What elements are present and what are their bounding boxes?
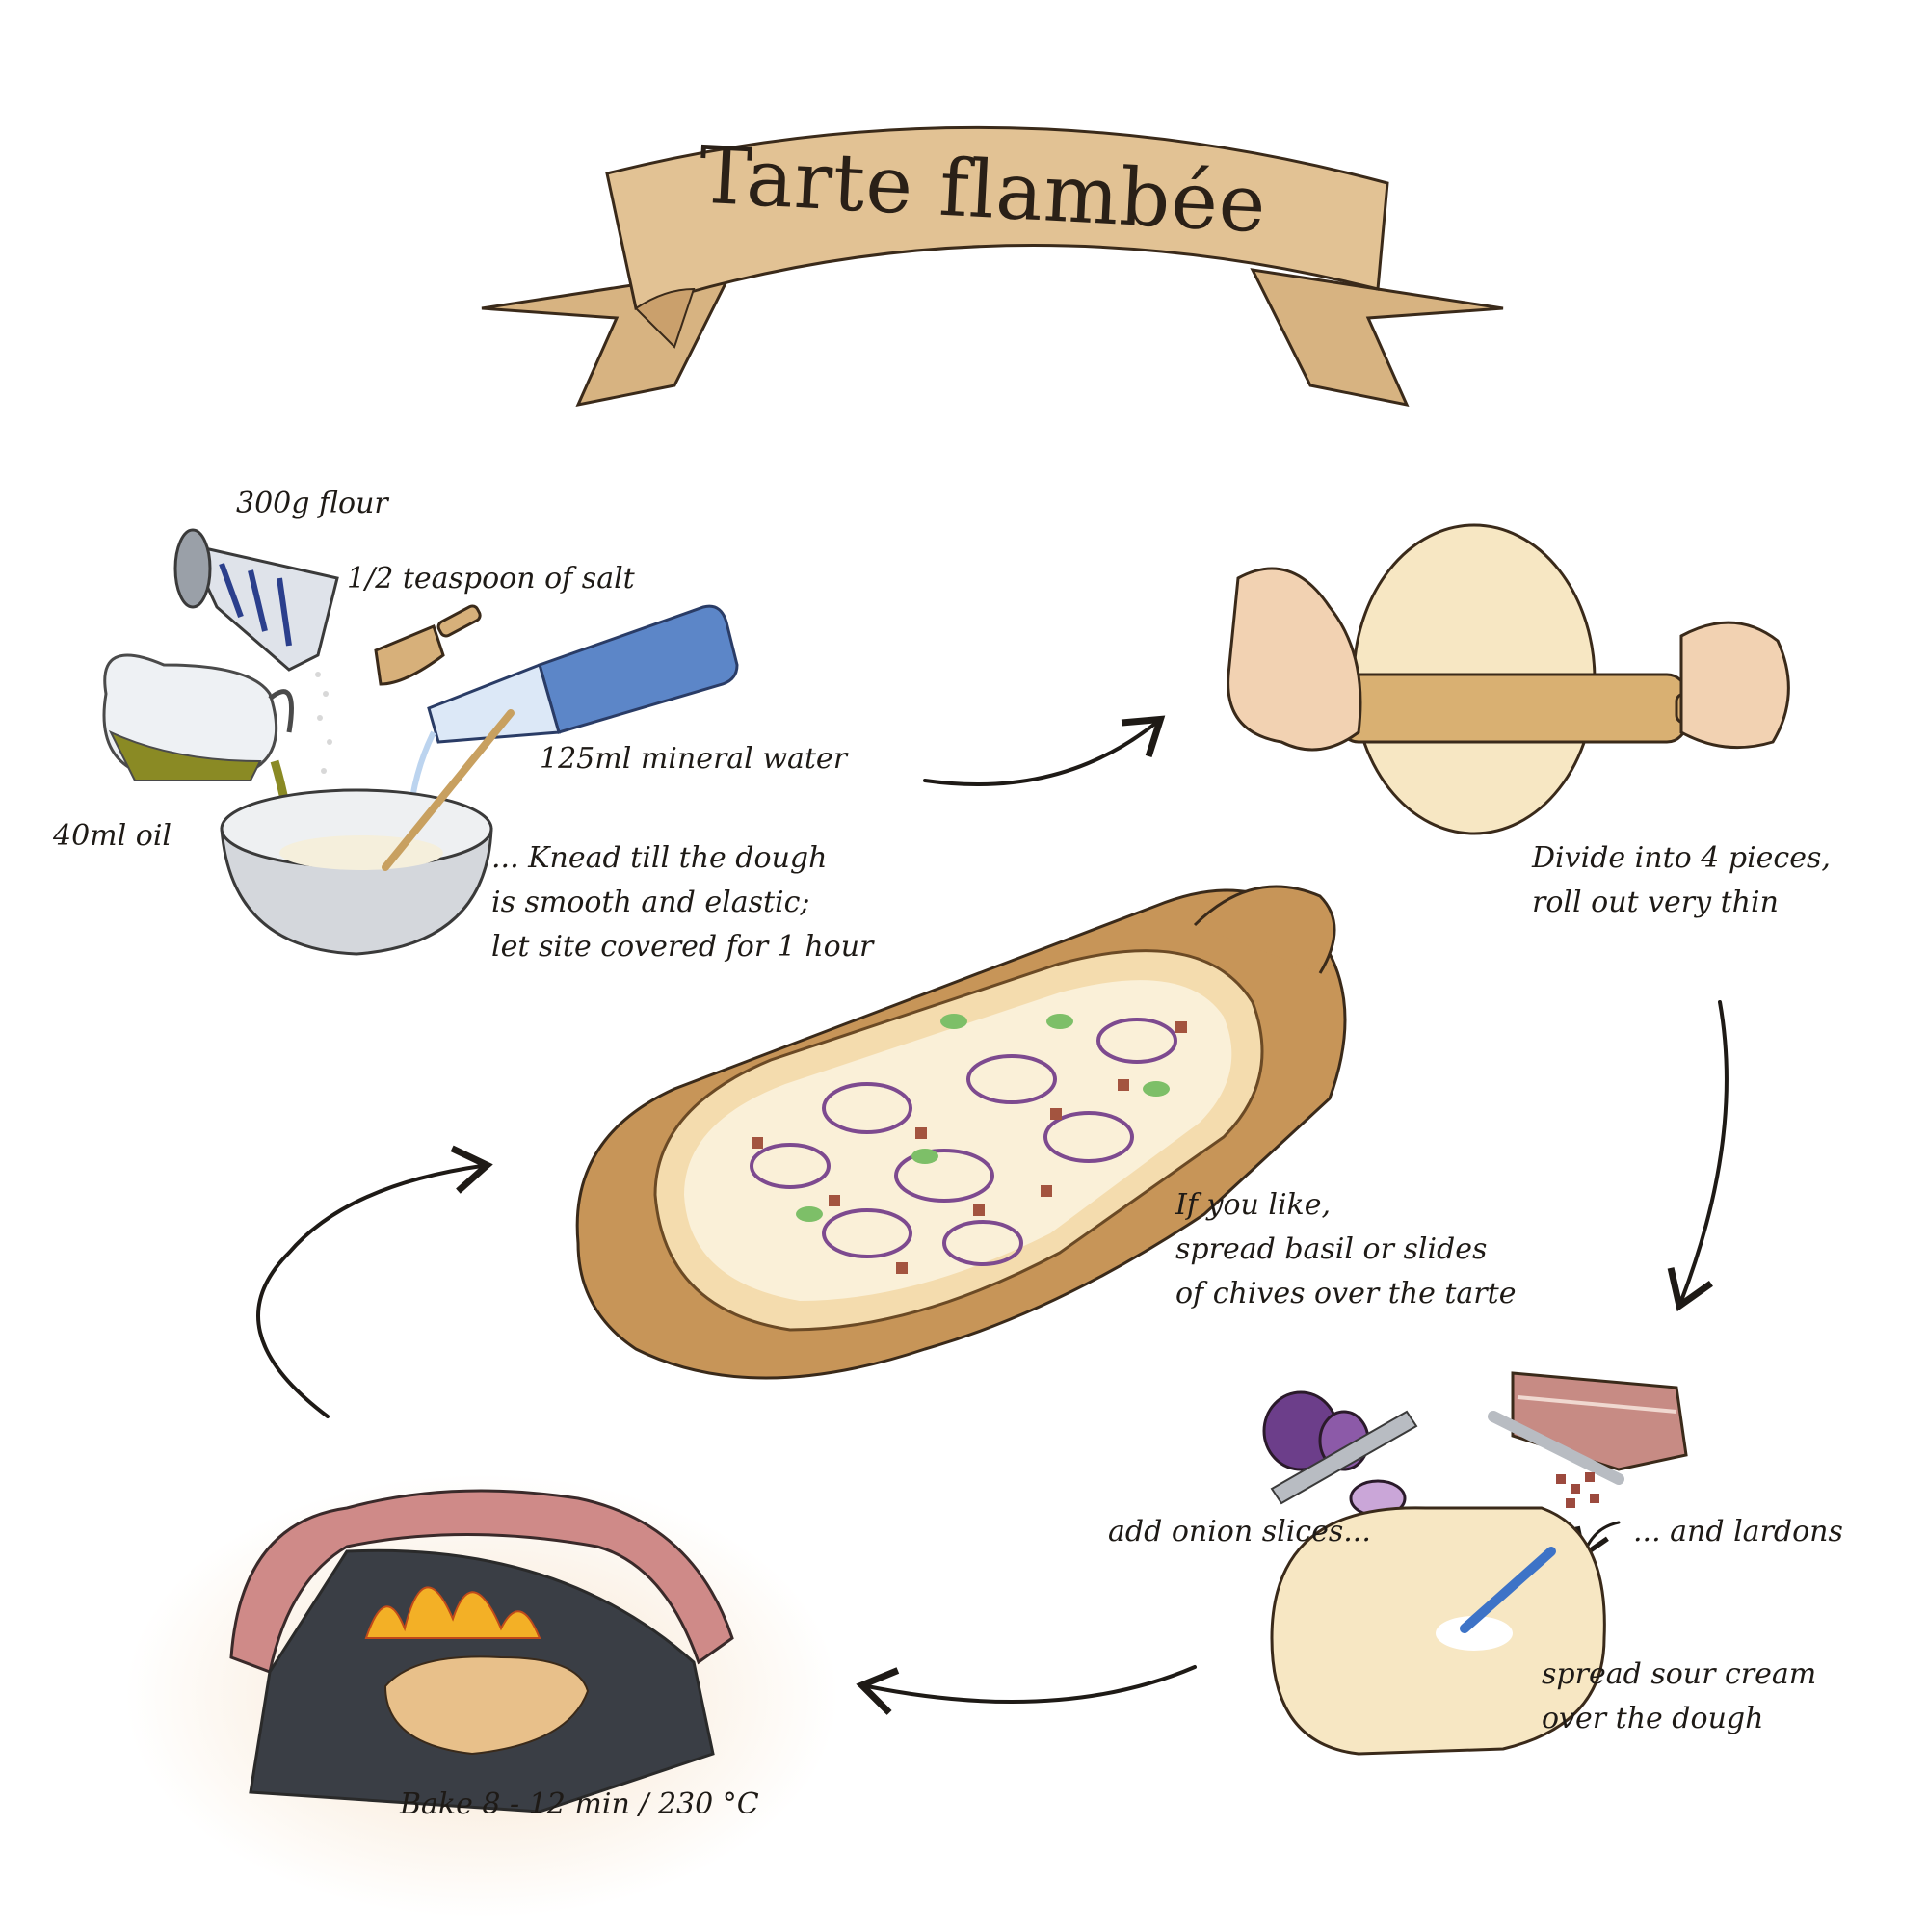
arrow-lardons-to-dough <box>1574 1521 1621 1560</box>
bacon-slab-icon <box>1488 1371 1688 1508</box>
left-hand <box>1227 567 1362 752</box>
bake-instructions: Bake 8 - 12 min / 230 °C <box>400 1787 759 1821</box>
arrow-to-oven <box>856 1665 1197 1715</box>
title-banner <box>481 125 1504 408</box>
sour-cream-spoon-icon <box>1436 1547 1556 1651</box>
mixing-bowl-icon <box>220 709 515 956</box>
rolling-pin-icon <box>1337 673 1717 744</box>
cream-instructions: spread sour cream over the dough <box>1542 1653 1816 1741</box>
roll-instructions: Divide into 4 pieces, roll out very thin <box>1532 836 1831 925</box>
red-onion-icon <box>1262 1390 1418 1518</box>
flour-cup-icon <box>173 528 339 672</box>
arrow-to-roll <box>923 715 1166 786</box>
toppings-illustration <box>1262 1371 1688 1756</box>
serve-line: of chives over the tarte <box>1175 1277 1517 1310</box>
knead-instructions: ... Knead till the dough is smooth and e… <box>491 836 873 969</box>
tarte-cream <box>684 980 1232 1301</box>
cream-line: spread sour cream <box>1542 1657 1817 1691</box>
brick-oven-icon <box>229 1489 734 1813</box>
arrow-to-serve <box>256 1145 493 1418</box>
roll-line: roll out very thin <box>1532 886 1779 919</box>
flame-icon <box>364 1586 541 1639</box>
ingredients-illustration <box>102 528 739 956</box>
serve-instructions: If you like, spread basil or slides of c… <box>1175 1183 1516 1316</box>
knead-line: is smooth and elastic; <box>491 886 810 919</box>
rolling-illustration <box>1227 523 1790 835</box>
serve-line: If you like, <box>1175 1188 1332 1222</box>
onion-rings <box>750 1018 1177 1266</box>
oil-label: 40ml oil <box>53 819 172 853</box>
flour-stream <box>315 672 332 774</box>
arrow-to-toppings <box>1667 1000 1729 1312</box>
cream-line: over the dough <box>1542 1702 1764 1735</box>
basil-leaves <box>796 1014 1170 1222</box>
board-handle <box>1193 885 1336 974</box>
knead-line: let site covered for 1 hour <box>491 930 874 964</box>
roll-line: Divide into 4 pieces, <box>1532 841 1831 875</box>
oven-illustration <box>125 1474 838 1918</box>
knead-line: ... Knead till the dough <box>491 841 828 875</box>
water-label: 125ml mineral water <box>540 742 848 776</box>
right-hand <box>1679 621 1790 750</box>
salt-scoop-icon <box>374 604 482 686</box>
water-bottle-icon <box>407 604 739 820</box>
lardons-label: ... and lardons <box>1633 1515 1843 1548</box>
tarte-flambee-on-board-icon <box>575 885 1347 1380</box>
salt-label: 1/2 teaspoon of salt <box>347 562 635 595</box>
serve-line: spread basil or slides <box>1175 1232 1488 1266</box>
onion-label: add onion slices... <box>1108 1515 1371 1548</box>
flour-label: 300g flour <box>236 487 388 520</box>
lardon-bits <box>752 1021 1187 1274</box>
